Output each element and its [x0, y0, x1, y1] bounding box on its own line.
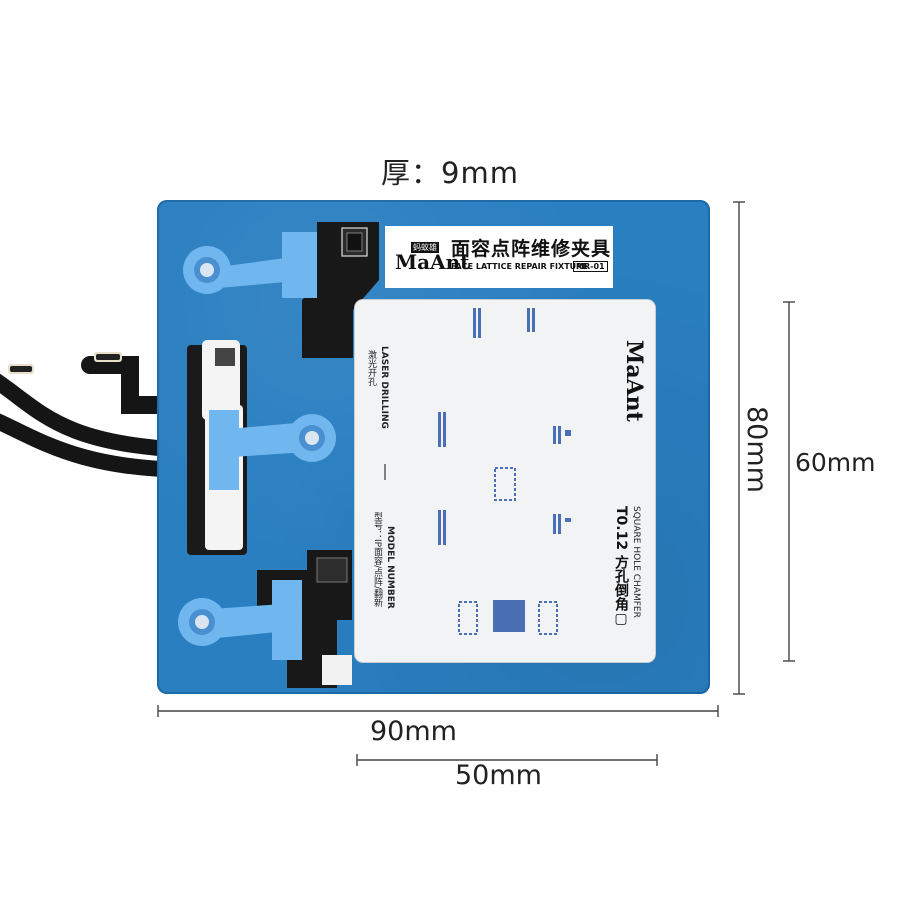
laser-drilling-cn: 激光开孔 [366, 350, 376, 386]
width-90-label: 90mm [370, 716, 457, 747]
clamp-middle [209, 410, 336, 490]
stencil-plate: MaAnt LASER DRILLING 激光开孔 MODEL NUMBER 型… [355, 300, 655, 662]
width-50-line [356, 754, 658, 766]
clamp-top [183, 232, 317, 298]
width-50-label: 50mm [455, 760, 542, 791]
label-title-en: FACE LATTICE REPAIR FIXTURE [451, 262, 588, 271]
label-model: MR-01 [573, 261, 608, 272]
chamfer-cn: T0.12 方孔倒角▢ [613, 506, 629, 627]
height-80-line [733, 201, 745, 695]
fixture-parts [178, 222, 379, 688]
clamp-bottom [178, 580, 302, 660]
model-number-cn: 型号：IP面容/点阵/翻新 [372, 512, 382, 608]
flex-cables [0, 352, 209, 478]
label-title-cn: 面容点阵维修夹具 [451, 238, 612, 260]
height-80-label: 80mm [741, 406, 772, 493]
laser-drilling-en: LASER DRILLING [379, 346, 389, 429]
height-60-line [783, 301, 795, 662]
product-label: 蚂蚁雄 MaAnt 面容点阵维修夹具 FACE LATTICE REPAIR F… [385, 226, 613, 288]
width-90-line [157, 705, 719, 717]
chamfer-en: SQUARE HOLE CHAMFER [631, 506, 641, 618]
height-60-label: 60mm [795, 448, 876, 477]
thickness-label: 厚：9mm [381, 156, 519, 190]
brand-logo: 蚂蚁雄 MaAnt [395, 242, 470, 274]
plate-logo: MaAnt [621, 340, 647, 422]
model-number-en: MODEL NUMBER [385, 526, 395, 609]
